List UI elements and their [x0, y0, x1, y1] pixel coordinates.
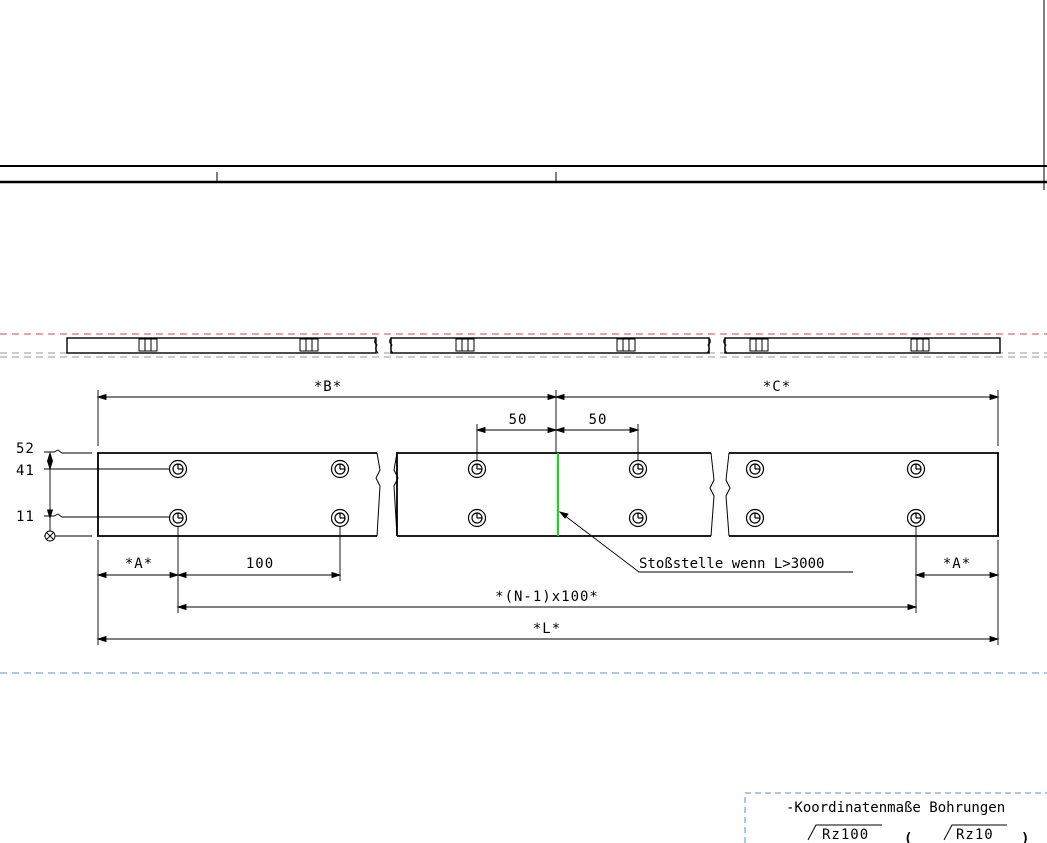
height-52: 52 — [16, 441, 35, 457]
dim-pitch: 100 — [246, 556, 274, 572]
dim-l: *L* — [533, 621, 561, 637]
segment-middle — [396, 452, 711, 537]
dim-joint-left: 50 — [509, 412, 528, 428]
segment-left — [97, 452, 377, 537]
paren-open: ( — [904, 831, 913, 843]
roughness-2: Rz10 — [956, 827, 994, 843]
hole — [330, 508, 350, 528]
top-rail — [0, 0, 1047, 190]
hole — [330, 459, 350, 479]
roughness-1: Rz100 — [822, 827, 869, 843]
hole — [168, 459, 188, 479]
hole — [628, 459, 648, 479]
hole — [467, 459, 487, 479]
paren-close: ) — [1021, 831, 1030, 843]
side-segment — [724, 337, 1001, 354]
side-segment — [390, 337, 710, 354]
holes — [168, 459, 926, 528]
coordinate-note: -Koordinatenmaße Bohrungen — [786, 800, 1005, 816]
joint-callout: Stoßstelle wenn L>3000 — [639, 556, 824, 572]
dimension-lines — [44, 390, 1000, 645]
hole — [745, 508, 765, 528]
top-view — [97, 452, 999, 537]
hole — [168, 508, 188, 528]
notes-box: -Koordinatenmaße Bohrungen Rz100 Rz10 ( … — [744, 792, 1047, 843]
hole — [745, 459, 765, 479]
height-11: 11 — [16, 509, 35, 525]
hole — [628, 508, 648, 528]
dim-a-left: *A* — [125, 556, 153, 572]
side-segment — [66, 337, 377, 354]
dim-c: *C* — [763, 379, 791, 395]
dim-pitch-count: *(N-1)x100* — [495, 589, 599, 605]
height-41: 41 — [16, 463, 35, 479]
dim-b: *B* — [314, 379, 342, 395]
dim-a-right: *A* — [943, 556, 971, 572]
side-view — [66, 337, 1001, 354]
hole — [906, 459, 926, 479]
roughness-symbol — [807, 824, 1007, 841]
hole — [906, 508, 926, 528]
hole — [467, 508, 487, 528]
dim-joint-right: 50 — [589, 412, 608, 428]
segment-right — [729, 452, 999, 537]
